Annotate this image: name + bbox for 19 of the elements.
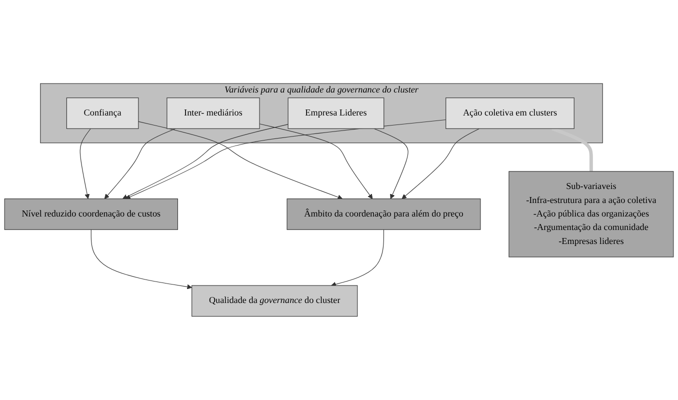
arrow	[80, 128, 91, 200]
arrow	[138, 121, 343, 200]
node-box: Empresa Lideres	[288, 98, 384, 129]
node-box: Âmbito da coordenação para além do preço	[286, 198, 481, 230]
arrow	[374, 128, 408, 200]
node-box: Confiança	[66, 98, 139, 129]
arrow	[402, 128, 480, 200]
node-box: Inter- mediários	[166, 98, 260, 129]
node-box: Qualidade da governance do cluster	[192, 285, 358, 317]
arrow	[122, 124, 288, 200]
arrow	[90, 229, 192, 290]
arrow	[259, 124, 373, 200]
arrow	[104, 128, 176, 200]
connector	[552, 127, 593, 172]
arrow	[331, 229, 384, 287]
node-box: Nível reduzido coordenação de custos	[4, 198, 178, 230]
node-box: Ação coletiva em clusters	[446, 98, 574, 129]
node-box: Sub-variaveis -Infra-estrutura para a ação coletiva -Ação pública das organizações -Argumentação da comunidade -Empresas lideres	[508, 171, 674, 258]
arrow	[126, 120, 446, 200]
